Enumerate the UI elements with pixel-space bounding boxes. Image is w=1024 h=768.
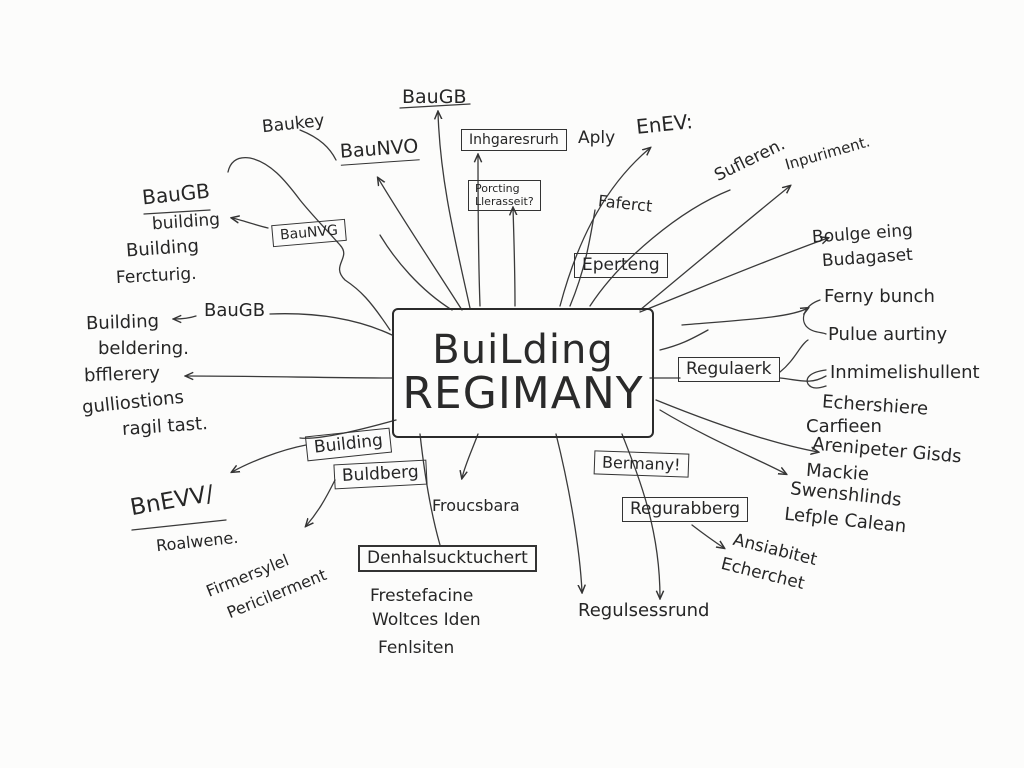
- connector: [232, 218, 269, 229]
- connector: [691, 524, 724, 548]
- label-building: Building: [125, 235, 200, 262]
- box-bermany: Bermany!: [593, 450, 689, 478]
- label-woltces-iden: Woltces Iden: [372, 610, 481, 630]
- connector: [299, 129, 337, 161]
- box-inhgaresrurh: Inhgaresrurh: [461, 129, 567, 151]
- connector: [438, 112, 471, 309]
- box-regulaerk: Regulaerk: [678, 357, 780, 382]
- connector: [559, 148, 650, 307]
- connector: [555, 433, 582, 592]
- connector: [659, 329, 709, 351]
- label-baugb-top: BauGB: [402, 86, 467, 108]
- connector: [779, 375, 827, 382]
- underline: [143, 209, 211, 215]
- connector: [779, 339, 809, 373]
- central-title-line1: BuiLding: [432, 326, 614, 373]
- box-porcting: Porcting Llerasseit?: [468, 180, 541, 212]
- label-baugb-left: BauGB: [140, 178, 211, 210]
- connector: [232, 444, 307, 472]
- connector: [681, 308, 808, 326]
- connector: [639, 238, 828, 313]
- label-inmimelishullent: Inmimelishullent: [830, 362, 980, 383]
- connector: [478, 155, 480, 307]
- connector: [462, 433, 479, 478]
- label-beldering: beldering.: [98, 338, 189, 359]
- connector: [378, 178, 463, 311]
- box-eperteng: Eperteng: [574, 253, 668, 278]
- label-enev-top: EnEV:: [634, 109, 694, 139]
- connector: [513, 208, 515, 307]
- connector: [419, 433, 441, 546]
- label-regulsessrund: Regulsessrund: [578, 600, 710, 621]
- label-carfieen: Carfieen: [806, 416, 882, 437]
- connector: [174, 316, 197, 319]
- label-froucsbara: Froucsbara: [432, 496, 520, 515]
- underline: [399, 103, 471, 109]
- central-title-line2: REGIMANY: [402, 367, 644, 419]
- label-bfflerery: bfflerery: [83, 362, 161, 387]
- label-pulue: Pulue aurtiny: [828, 324, 948, 345]
- connector: [186, 376, 393, 378]
- connector: [621, 433, 660, 598]
- connector: [806, 369, 827, 389]
- connector: [639, 186, 790, 311]
- box-denhalsucktuchert: Denhalsucktuchert: [358, 545, 537, 572]
- connector: [306, 479, 336, 526]
- connector: [227, 157, 391, 331]
- connector: [655, 399, 818, 452]
- connector: [802, 299, 827, 335]
- label-frestefacine: Frestefacine: [370, 586, 474, 606]
- connector: [299, 419, 397, 439]
- connector: [659, 409, 786, 474]
- box-regurabberg: Regurabberg: [622, 497, 749, 522]
- connector: [569, 209, 596, 307]
- label-fenlsiten: Fenlsiten: [378, 638, 455, 658]
- label-ferny-bunch: Ferny bunch: [824, 286, 935, 307]
- label-building-mid: Building: [85, 310, 160, 335]
- connector: [379, 234, 453, 311]
- underline: [131, 519, 227, 531]
- box-buldberg: Buldberg: [333, 459, 428, 490]
- central-node: BuiLding REGIMANY: [392, 308, 654, 438]
- label-aply: Aply: [578, 128, 616, 148]
- connector: [589, 189, 731, 307]
- label-fercturig: Fercturig.: [115, 263, 198, 289]
- label-building-small: building: [151, 209, 221, 235]
- label-baugb-mid: BauGB: [204, 300, 266, 321]
- connector: [269, 313, 393, 336]
